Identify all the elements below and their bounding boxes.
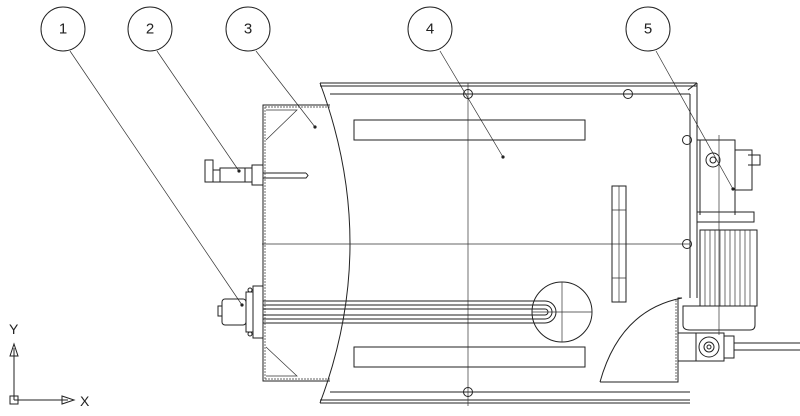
balloon-1: 1: [40, 6, 244, 307]
axis-y-label: Y: [9, 321, 19, 337]
balloon-4: 4: [407, 6, 505, 159]
valve-housing: [599, 297, 800, 383]
balloon-5: 5: [625, 6, 735, 191]
balloon-label: 1: [59, 21, 67, 38]
balloon-3: 3: [225, 6, 317, 129]
temperature-sensor: [204, 159, 309, 186]
tank-end-box: [262, 104, 330, 382]
heater-element: [217, 281, 593, 343]
drum-body: [262, 82, 698, 406]
balloon-label: 2: [146, 21, 154, 38]
ucs-axis-icon: Y X: [9, 321, 90, 409]
balloon-label: 5: [644, 21, 652, 38]
balloon-2: 2: [127, 6, 241, 173]
motor-assembly: [682, 135, 761, 335]
balloon-label: 3: [244, 21, 252, 38]
balloon-label: 4: [426, 21, 434, 38]
axis-x-label: X: [80, 393, 90, 409]
